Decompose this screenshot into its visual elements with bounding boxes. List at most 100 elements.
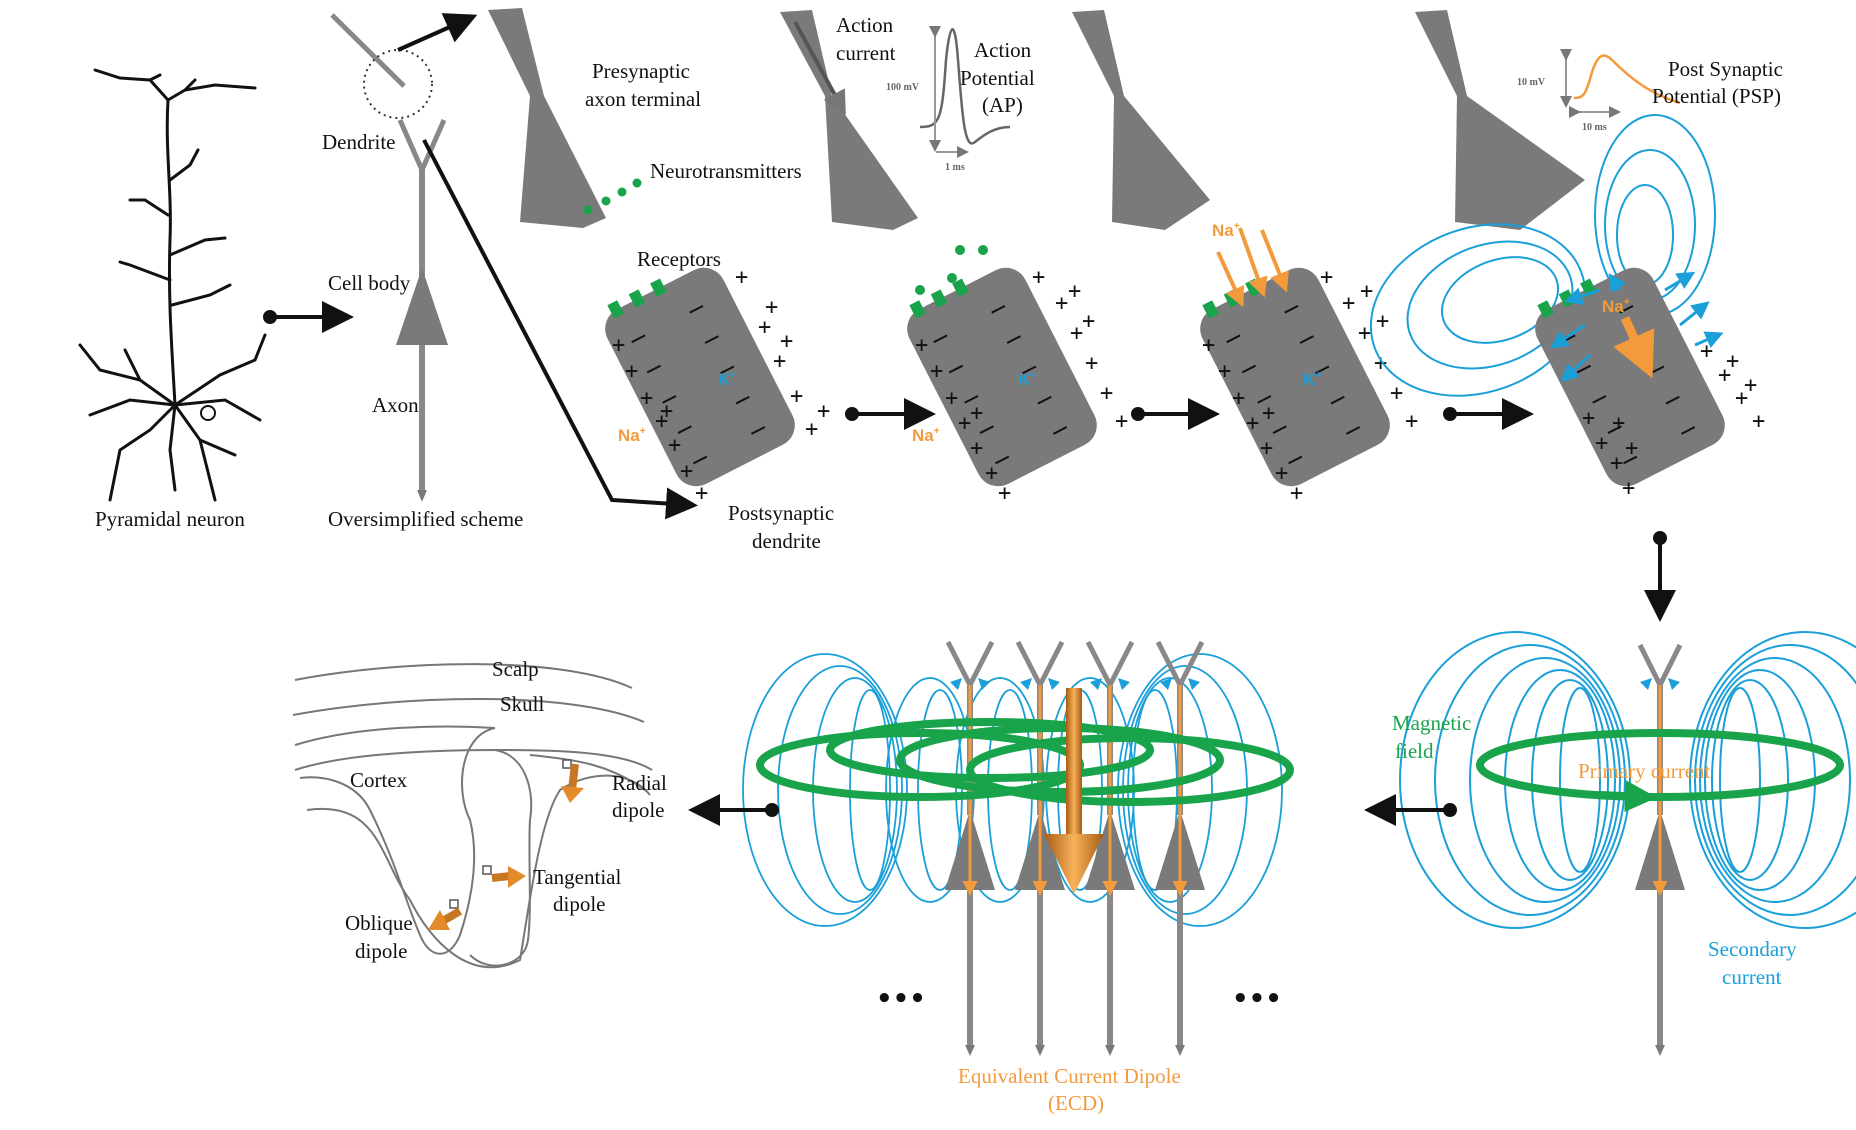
svg-text:+: + <box>1232 386 1245 411</box>
radial-dipole-label-2: dipole <box>612 798 665 822</box>
single-magnetic-arrow <box>1599 780 1657 813</box>
magnetic-label-2: field <box>1395 739 1434 763</box>
svg-text:+: + <box>735 265 748 290</box>
svg-text:+: + <box>985 461 998 486</box>
svg-text:+: + <box>1246 411 1259 436</box>
svg-text:+: + <box>1612 411 1625 436</box>
svg-text:+: + <box>1718 363 1731 388</box>
svg-text:+: + <box>1405 409 1418 434</box>
zoom-arrows <box>397 13 698 520</box>
svg-text:+: + <box>1218 359 1231 384</box>
svg-text:+: + <box>1085 351 1098 376</box>
svg-text:+: + <box>1100 381 1113 406</box>
svg-text:+: + <box>1275 461 1288 486</box>
action-current-label-2: current <box>836 41 896 65</box>
svg-text:+: + <box>1625 436 1638 461</box>
postsynaptic-dendrite-1 <box>605 267 795 487</box>
neurotransmitters-label: Neurotransmitters <box>650 159 802 183</box>
flow-arrow-6 <box>688 794 779 826</box>
svg-text:+: + <box>1342 291 1355 316</box>
cortex-surface <box>294 725 653 969</box>
pyramidal-neuron-label: Pyramidal neuron <box>95 507 245 531</box>
flow-arrow-5 <box>1364 794 1457 826</box>
svg-text:+: + <box>1610 451 1623 476</box>
svg-text:+: + <box>945 386 958 411</box>
svg-text:+: + <box>930 359 943 384</box>
pyramidal-neuron-drawing <box>78 68 267 502</box>
svg-text:+: + <box>1070 321 1083 346</box>
primary-current-label: Primary current <box>1578 759 1711 783</box>
svg-text:+: + <box>1202 333 1215 358</box>
svg-text:+: + <box>668 433 681 458</box>
single-dipole-field-loops <box>1399 631 1856 929</box>
na-ion-label-3: Na+ <box>1212 221 1240 240</box>
magnetic-label-1: Magnetic <box>1392 711 1471 735</box>
postsynaptic-label-2: dendrite <box>752 529 821 553</box>
svg-text:+: + <box>1115 409 1128 434</box>
svg-text:+: + <box>1700 339 1713 364</box>
postsynaptic-label-1: Postsynaptic <box>728 501 834 525</box>
presynaptic-terminal-4 <box>1415 10 1585 230</box>
na-influx-arrows <box>1216 227 1289 308</box>
psp-trace <box>1560 49 1681 118</box>
svg-text:+: + <box>1582 406 1595 431</box>
svg-text:+: + <box>817 399 830 424</box>
svg-text:+: + <box>970 436 983 461</box>
plus-charges-2: ++ ++ ++ ++ ++ ++ ++ ++ <box>915 265 1128 506</box>
ap-amplitude-label: 100 mV <box>886 82 920 93</box>
flow-arrow-3 <box>1131 398 1220 430</box>
presynaptic-terminal-3 <box>1072 10 1210 230</box>
axon-label: Axon <box>372 393 419 417</box>
svg-text:+: + <box>1752 409 1765 434</box>
head-layers <box>292 663 645 723</box>
svg-text:+: + <box>1290 481 1303 506</box>
dendrite-label: Dendrite <box>322 130 395 154</box>
svg-text:+: + <box>680 459 693 484</box>
svg-text:+: + <box>958 411 971 436</box>
svg-text:+: + <box>805 417 818 442</box>
presynaptic-terminal-2 <box>780 10 918 230</box>
psp-duration-label: 10 ms <box>1582 122 1607 133</box>
action-potential-trace <box>919 26 1011 158</box>
svg-text:+: + <box>640 386 653 411</box>
oblique-dipole-label-1: Oblique <box>345 911 413 935</box>
svg-text:+: + <box>612 333 625 358</box>
svg-text:+: + <box>695 481 708 506</box>
cell-body-label: Cell body <box>328 271 411 295</box>
svg-text:+: + <box>1744 373 1757 398</box>
psp-label-1: Post Synaptic <box>1668 57 1783 81</box>
scalp-label: Scalp <box>492 657 539 681</box>
svg-text:+: + <box>1320 265 1333 290</box>
svg-text:+: + <box>1360 279 1373 304</box>
svg-text:+: + <box>1735 386 1748 411</box>
psp-primary-arrow <box>1613 316 1655 379</box>
action-current-label-1: Action <box>836 13 894 37</box>
radial-dipole-arrow <box>561 759 584 803</box>
oblique-dipole-arrow <box>428 899 463 930</box>
secondary-current-label-2: current <box>1722 965 1782 989</box>
svg-text:+: + <box>1376 309 1389 334</box>
svg-text:+: + <box>1595 431 1608 456</box>
psp-label-2: Potential (PSP) <box>1652 84 1781 108</box>
plus-charges-1: ++ ++ ++ ++ ++ ++ ++ ++ <box>612 265 830 506</box>
tangential-dipole-label-2: dipole <box>553 892 606 916</box>
flow-arrow-4 <box>1443 398 1534 430</box>
svg-text:+: + <box>1726 349 1739 374</box>
plus-charges-4: ++ ++ ++ ++ ++ ++ <box>1582 339 1765 501</box>
ecd-arrow <box>1044 688 1104 894</box>
cortex-label: Cortex <box>350 768 408 792</box>
ellipsis-right: ••• <box>1232 984 1282 1014</box>
svg-text:+: + <box>625 359 638 384</box>
svg-text:+: + <box>970 401 983 426</box>
presynaptic-label-1: Presynaptic <box>592 59 690 83</box>
k-ion-label-1: K+ <box>718 370 736 389</box>
released-neurotransmitters <box>915 245 988 295</box>
svg-text:+: + <box>773 349 786 374</box>
radial-dipole-label-1: Radial <box>612 771 667 795</box>
secondary-current-label-1: Secondary <box>1708 937 1797 961</box>
svg-text:+: + <box>1055 291 1068 316</box>
k-ion-label-2: K+ <box>1018 370 1036 389</box>
svg-text:+: + <box>1390 381 1403 406</box>
svg-text:+: + <box>1262 401 1275 426</box>
